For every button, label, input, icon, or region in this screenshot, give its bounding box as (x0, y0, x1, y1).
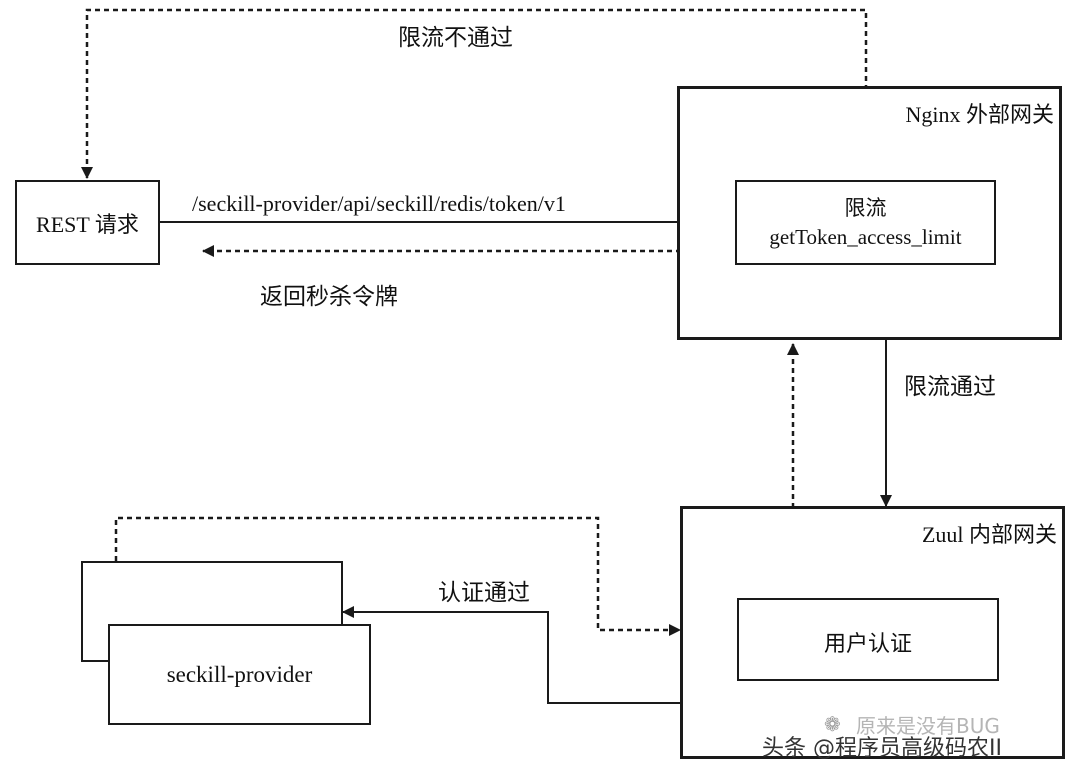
seckill-provider-label: seckill-provider (166, 662, 313, 687)
provider-to-zuul-arrow (114, 516, 681, 636)
zuul-gateway-label: Zuul 内部网关 (921, 522, 1057, 547)
user-auth-node: 用户认证 (737, 598, 999, 681)
return-token-label: 返回秒杀令牌 (260, 284, 398, 310)
auth-passed-arrow (342, 606, 680, 704)
request-path-label: /seckill-provider/api/seckill/redis/toke… (192, 191, 566, 216)
seckill-provider-node: seckill-provider (108, 624, 371, 725)
rest-request-node: REST 请求 (15, 180, 160, 265)
rate-limit-name: getToken_access_limit (769, 225, 962, 249)
watermark-author-label: 头条 @程序员高级码农II (762, 736, 1002, 761)
watermark-source-label: 原来是没有BUG (856, 714, 1000, 738)
rate-limit-title: 限流 (844, 196, 887, 220)
rest-request-label: REST 请求 (36, 212, 139, 237)
auth-passed-label: 认证通过 (438, 580, 530, 606)
rate-limit-rejected-label: 限流不通过 (398, 25, 513, 51)
watermark-logo-icon: ❁ (824, 712, 841, 736)
nginx-gateway-label: Nginx 外部网关 (905, 102, 1054, 127)
rate-limit-passed-label: 限流通过 (904, 374, 996, 400)
user-auth-label: 用户认证 (823, 632, 912, 657)
rate-limit-node: 限流 getToken_access_limit (735, 180, 996, 265)
